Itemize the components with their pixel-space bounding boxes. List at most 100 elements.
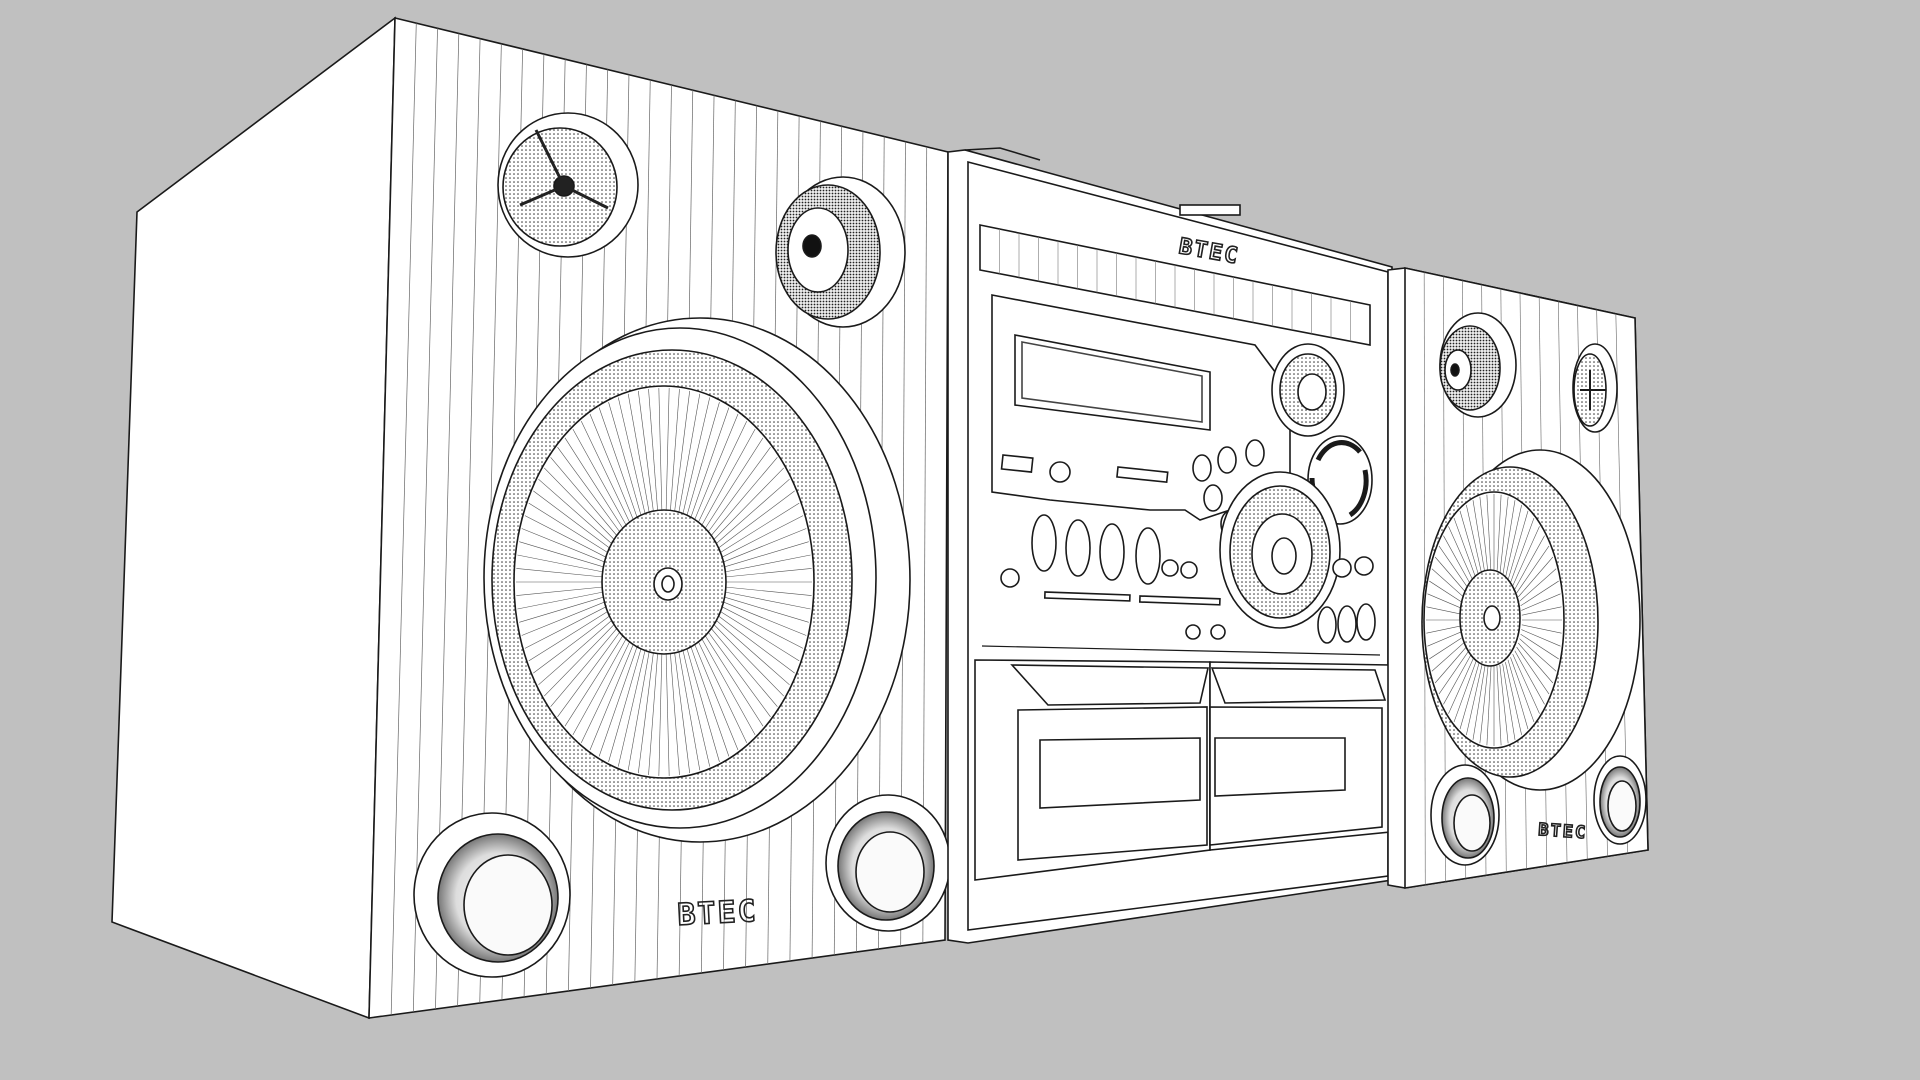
transport-button-2[interactable]	[1354, 556, 1374, 576]
center-unit: BTEC	[947, 147, 1393, 944]
wire-line	[390, 23, 417, 1016]
wire-line	[1499, 664, 1509, 744]
transport-buttons	[1185, 556, 1376, 644]
wire-line	[1472, 663, 1486, 740]
preset-button-3[interactable]	[1099, 523, 1125, 581]
wire-line	[720, 515, 804, 559]
wire-line	[1496, 494, 1502, 575]
wire-line	[1502, 500, 1516, 577]
wire-line	[627, 393, 650, 515]
wire-line	[1466, 661, 1483, 736]
wire-line	[564, 633, 625, 727]
eq-slider-2[interactable]	[1138, 595, 1221, 606]
transport-button-1[interactable]	[1332, 558, 1352, 578]
wire-line	[1427, 629, 1467, 647]
center-panel-lines	[999, 229, 1351, 342]
preset-buttons	[1031, 514, 1198, 585]
left-tweeter-icon	[497, 112, 639, 258]
wire-line	[686, 402, 720, 518]
wire-line	[1502, 663, 1516, 740]
input-slot[interactable]	[1000, 454, 1034, 473]
wire-line	[1505, 661, 1522, 736]
wire-line	[1521, 624, 1562, 634]
wire-line	[648, 651, 659, 775]
wire-line	[716, 614, 795, 674]
wire-line	[1514, 650, 1545, 705]
wire-line	[669, 651, 680, 775]
small-knob-icon[interactable]	[1049, 461, 1071, 483]
power-button-icon[interactable]	[1000, 568, 1020, 588]
preset-button-1[interactable]	[1031, 514, 1057, 572]
wire-line	[516, 568, 605, 578]
function-button-1[interactable]	[1192, 454, 1212, 482]
wire-line	[1431, 568, 1469, 602]
wire-line	[718, 610, 800, 662]
wire-line	[686, 646, 720, 762]
wire-line	[1486, 665, 1492, 746]
preset-button-6[interactable]	[1180, 561, 1198, 579]
wire-line	[723, 554, 811, 573]
wire-line	[723, 591, 811, 610]
preset-button-2[interactable]	[1065, 519, 1091, 577]
wire-line	[1438, 545, 1472, 594]
function-button-4[interactable]	[1203, 484, 1223, 512]
wire-line	[690, 644, 730, 757]
wire-line	[706, 447, 771, 534]
wire-line	[528, 502, 610, 554]
wire-line	[1516, 646, 1550, 695]
right-speaker: BTEC	[1387, 267, 1649, 889]
right-dome-tweeter-icon	[1439, 312, 1517, 418]
wire-line	[1479, 496, 1489, 576]
wire-line	[697, 421, 748, 525]
cassette-deck-right[interactable]	[1209, 661, 1391, 851]
transport-button-5[interactable]	[1356, 603, 1376, 641]
wire-line	[1448, 654, 1476, 714]
wire-line	[550, 457, 619, 538]
transport-button-6[interactable]	[1185, 624, 1201, 640]
left-speaker-brand: BTEC	[677, 894, 759, 933]
wire-line	[665, 388, 670, 513]
wire-line	[1518, 642, 1554, 684]
wire-line	[1448, 526, 1476, 586]
wire-line	[1499, 496, 1509, 576]
wire-line	[714, 478, 790, 546]
function-button-3[interactable]	[1245, 439, 1265, 467]
wire-line	[1459, 510, 1481, 581]
cassette-deck-left[interactable]	[974, 659, 1211, 881]
wire-line	[722, 596, 809, 623]
wire-line	[1519, 638, 1557, 672]
function-button-2[interactable]	[1217, 446, 1237, 474]
right-woofer-icon	[1421, 449, 1641, 791]
left-bass-port-left-icon	[413, 812, 571, 978]
wire-line	[674, 650, 690, 774]
wire-line	[544, 467, 616, 542]
wire-line	[538, 618, 614, 686]
wire-line	[703, 633, 764, 727]
right-tweeter-icon	[1572, 343, 1618, 433]
volume-dial-icon[interactable]	[1219, 471, 1341, 629]
wire-line	[564, 437, 625, 531]
preset-button-4[interactable]	[1135, 527, 1161, 585]
right-bass-port-left-icon	[1430, 764, 1500, 866]
wire-line	[517, 591, 605, 610]
preset-button-5[interactable]	[1161, 559, 1179, 577]
eq-slider-1[interactable]	[1043, 591, 1131, 602]
wire-line	[669, 389, 680, 513]
wire-line	[1434, 556, 1470, 598]
wire-line	[580, 639, 631, 743]
wire-line	[544, 622, 616, 697]
transport-button-4[interactable]	[1337, 605, 1357, 643]
wire-line	[1423, 272, 1426, 885]
wire-line	[538, 478, 614, 546]
wire-line	[1431, 638, 1469, 672]
wire-line	[638, 650, 654, 774]
wire-line	[1459, 659, 1481, 730]
wire-line	[1505, 504, 1522, 579]
transport-button-3[interactable]	[1317, 606, 1337, 644]
transport-button-7[interactable]	[1210, 624, 1226, 640]
wire-line	[1486, 494, 1492, 575]
left-woofer-rays	[516, 388, 812, 776]
wire-line	[521, 528, 607, 563]
wire-line	[665, 651, 670, 776]
